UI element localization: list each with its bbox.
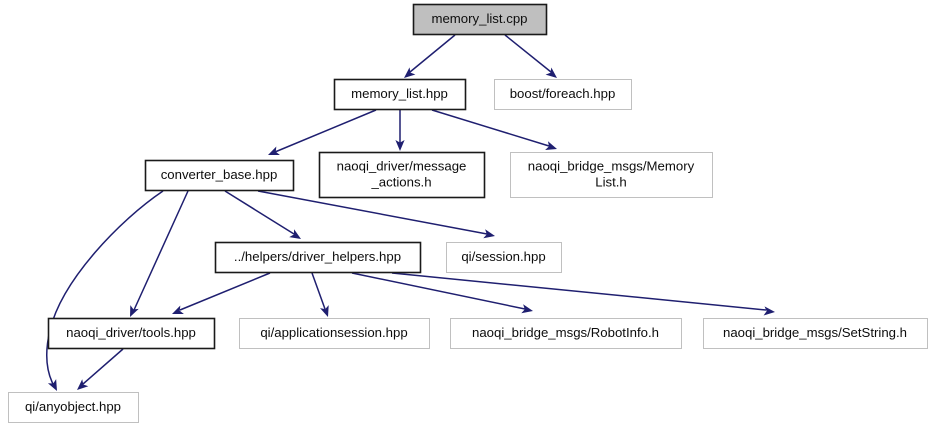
node-box[interactable] — [446, 242, 562, 273]
node-setstring_h[interactable]: naoqi_bridge_msgs/SetString.h — [703, 318, 928, 349]
node-label: ../helpers/driver_helpers.hpp — [234, 249, 401, 264]
node-label: List.h — [595, 174, 627, 189]
node-box[interactable] — [318, 151, 486, 199]
node-box[interactable] — [510, 152, 713, 198]
arrowhead-icon — [483, 229, 495, 239]
node-robotinfo_h[interactable]: naoqi_bridge_msgs/RobotInfo.h — [450, 318, 682, 349]
arrowhead-icon — [172, 305, 184, 314]
arrowhead-icon — [47, 379, 57, 391]
node-label: naoqi_driver/message — [337, 158, 467, 173]
edge-converter_base_hpp-to-qi_session_hpp — [257, 190, 495, 239]
arrowhead-icon — [521, 304, 533, 314]
node-converter_base_hpp[interactable]: converter_base.hpp — [144, 159, 295, 192]
arrowhead-icon — [268, 146, 280, 155]
edge-memory_list_cpp-to-boost_foreach_hpp — [504, 34, 557, 78]
node-box[interactable] — [494, 79, 632, 110]
node-box[interactable] — [333, 78, 467, 111]
edge-driver_helpers_hpp-to-tools_hpp — [172, 272, 271, 314]
node-qi_session_hpp[interactable]: qi/session.hpp — [446, 242, 562, 273]
node-label: qi/applicationsession.hpp — [260, 325, 407, 340]
node-box[interactable] — [47, 317, 216, 350]
edge-converter_base_hpp-to-driver_helpers_hpp — [224, 190, 301, 239]
node-label: _actions.h — [370, 174, 431, 189]
node-tools_hpp[interactable]: naoqi_driver/tools.hpp — [47, 317, 216, 350]
node-label: qi/session.hpp — [461, 249, 545, 264]
node-message_actions_h[interactable]: naoqi_driver/message_actions.h — [318, 151, 486, 199]
node-box[interactable] — [214, 241, 422, 274]
node-box[interactable] — [412, 3, 548, 36]
edge-tools_hpp-to-anyobject_hpp — [77, 348, 124, 390]
node-boost_foreach_hpp[interactable]: boost/foreach.hpp — [494, 79, 632, 110]
arrowhead-icon — [404, 67, 416, 78]
edge-memory_list_cpp-to-memory_list_hpp — [404, 34, 456, 78]
node-anyobject_hpp[interactable]: qi/anyobject.hpp — [8, 392, 139, 423]
node-box[interactable] — [703, 318, 928, 349]
edge-driver_helpers_hpp-to-robotinfo_h — [351, 272, 533, 314]
edge-memory_list_hpp-to-message_actions_h — [395, 110, 405, 151]
arrowhead-icon — [320, 305, 329, 317]
node-layer: memory_list.cpp memory_list.hpp boost/fore… — [8, 3, 928, 423]
edge-converter_base_hpp-to-tools_hpp — [130, 190, 189, 317]
node-applicationsession_hpp[interactable]: qi/applicationsession.hpp — [239, 318, 430, 349]
node-label: memory_list.cpp — [431, 11, 527, 26]
edge-converter_base_hpp-to-anyobject_hpp — [45, 190, 164, 391]
node-box[interactable] — [8, 392, 139, 423]
node-label: naoqi_driver/tools.hpp — [66, 325, 196, 340]
node-label: qi/anyobject.hpp — [25, 399, 121, 414]
node-box[interactable] — [450, 318, 682, 349]
arrowhead-icon — [545, 67, 557, 78]
node-label: boost/foreach.hpp — [510, 86, 616, 101]
edge-memory_list_hpp-to-memory_list_h — [431, 109, 557, 150]
node-box[interactable] — [144, 159, 295, 192]
node-memory_list_hpp[interactable]: memory_list.hpp — [333, 78, 467, 111]
node-label: converter_base.hpp — [161, 167, 278, 182]
edge-layer — [45, 34, 775, 391]
node-label: memory_list.hpp — [351, 86, 448, 101]
edge-memory_list_hpp-to-converter_base_hpp — [268, 109, 377, 155]
arrowhead-icon — [395, 140, 405, 151]
arrowhead-icon — [545, 141, 557, 150]
arrowhead-icon — [130, 305, 139, 317]
edge-driver_helpers_hpp-to-applicationsession_hpp — [311, 272, 329, 317]
node-memory_list_cpp[interactable]: memory_list.cpp — [412, 3, 548, 36]
node-driver_helpers_hpp[interactable]: ../helpers/driver_helpers.hpp — [214, 241, 422, 274]
node-label: naoqi_bridge_msgs/SetString.h — [723, 325, 907, 340]
node-label: naoqi_bridge_msgs/RobotInfo.h — [472, 325, 659, 340]
arrowhead-icon — [763, 306, 775, 316]
node-label: naoqi_bridge_msgs/Memory — [528, 158, 695, 173]
arrowhead-icon — [77, 379, 89, 390]
edge-driver_helpers_hpp-to-setstring_h — [391, 272, 775, 316]
arrowhead-icon — [289, 229, 301, 239]
node-box[interactable] — [239, 318, 430, 349]
